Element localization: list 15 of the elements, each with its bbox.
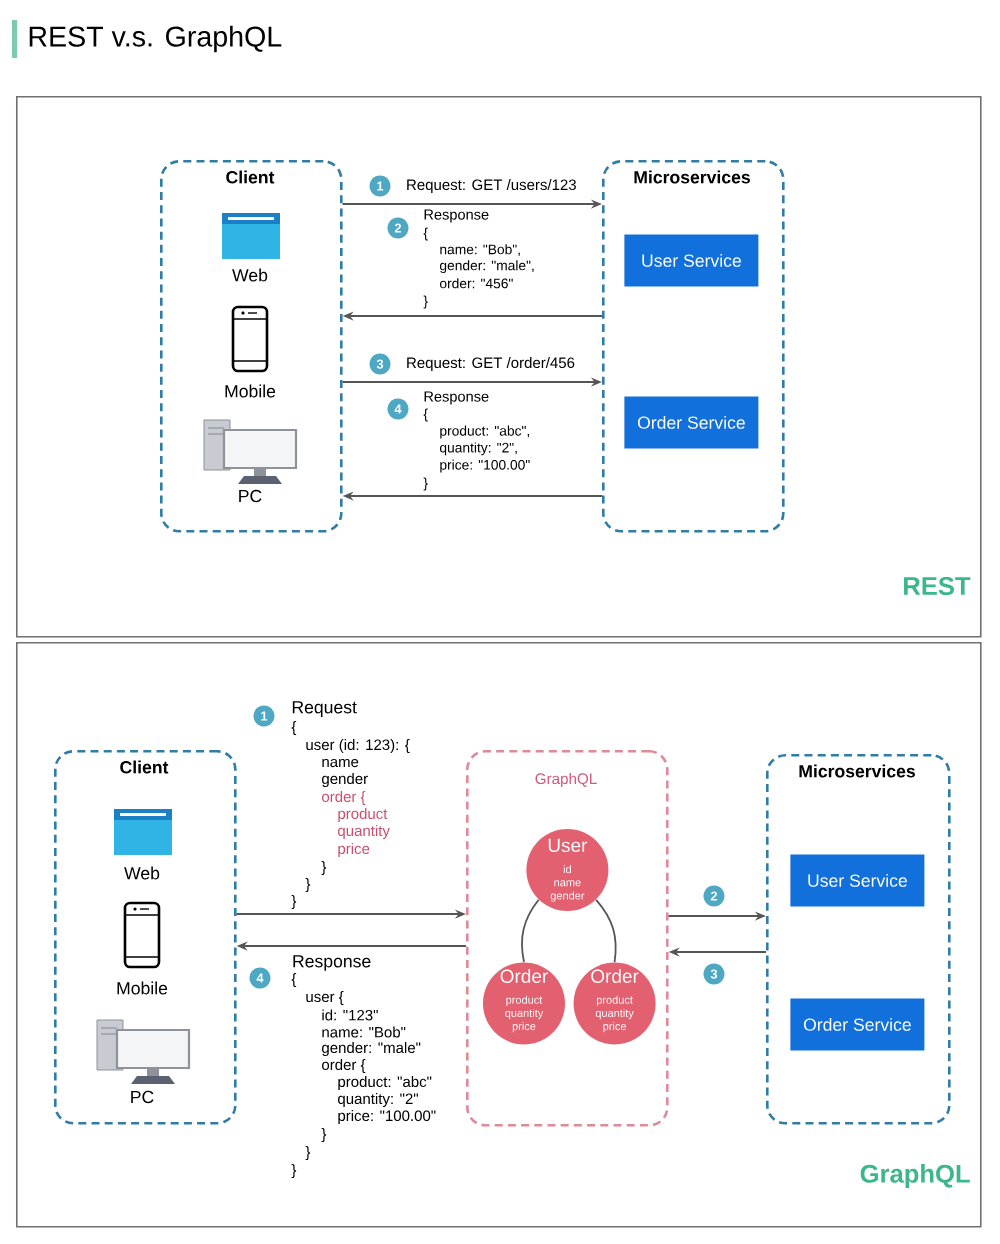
connector-line	[521, 898, 540, 963]
service-box: User Service	[790, 854, 925, 907]
title: REST v.s. GraphQL	[29, 25, 282, 53]
service-box: Order Service	[624, 396, 759, 449]
block-heading: Request	[292, 701, 357, 717]
edge-label: Response	[290, 953, 373, 973]
device-label: Mobile	[225, 384, 276, 398]
service-box: Order Service	[790, 998, 925, 1051]
device-label: Web	[124, 866, 160, 880]
device-label: PC	[239, 489, 262, 503]
device-label: PC	[131, 1090, 154, 1104]
device-label: Mobile	[117, 981, 168, 995]
device-label: Web	[232, 268, 268, 282]
connector-line	[595, 898, 617, 963]
service-box: User Service	[624, 234, 759, 287]
